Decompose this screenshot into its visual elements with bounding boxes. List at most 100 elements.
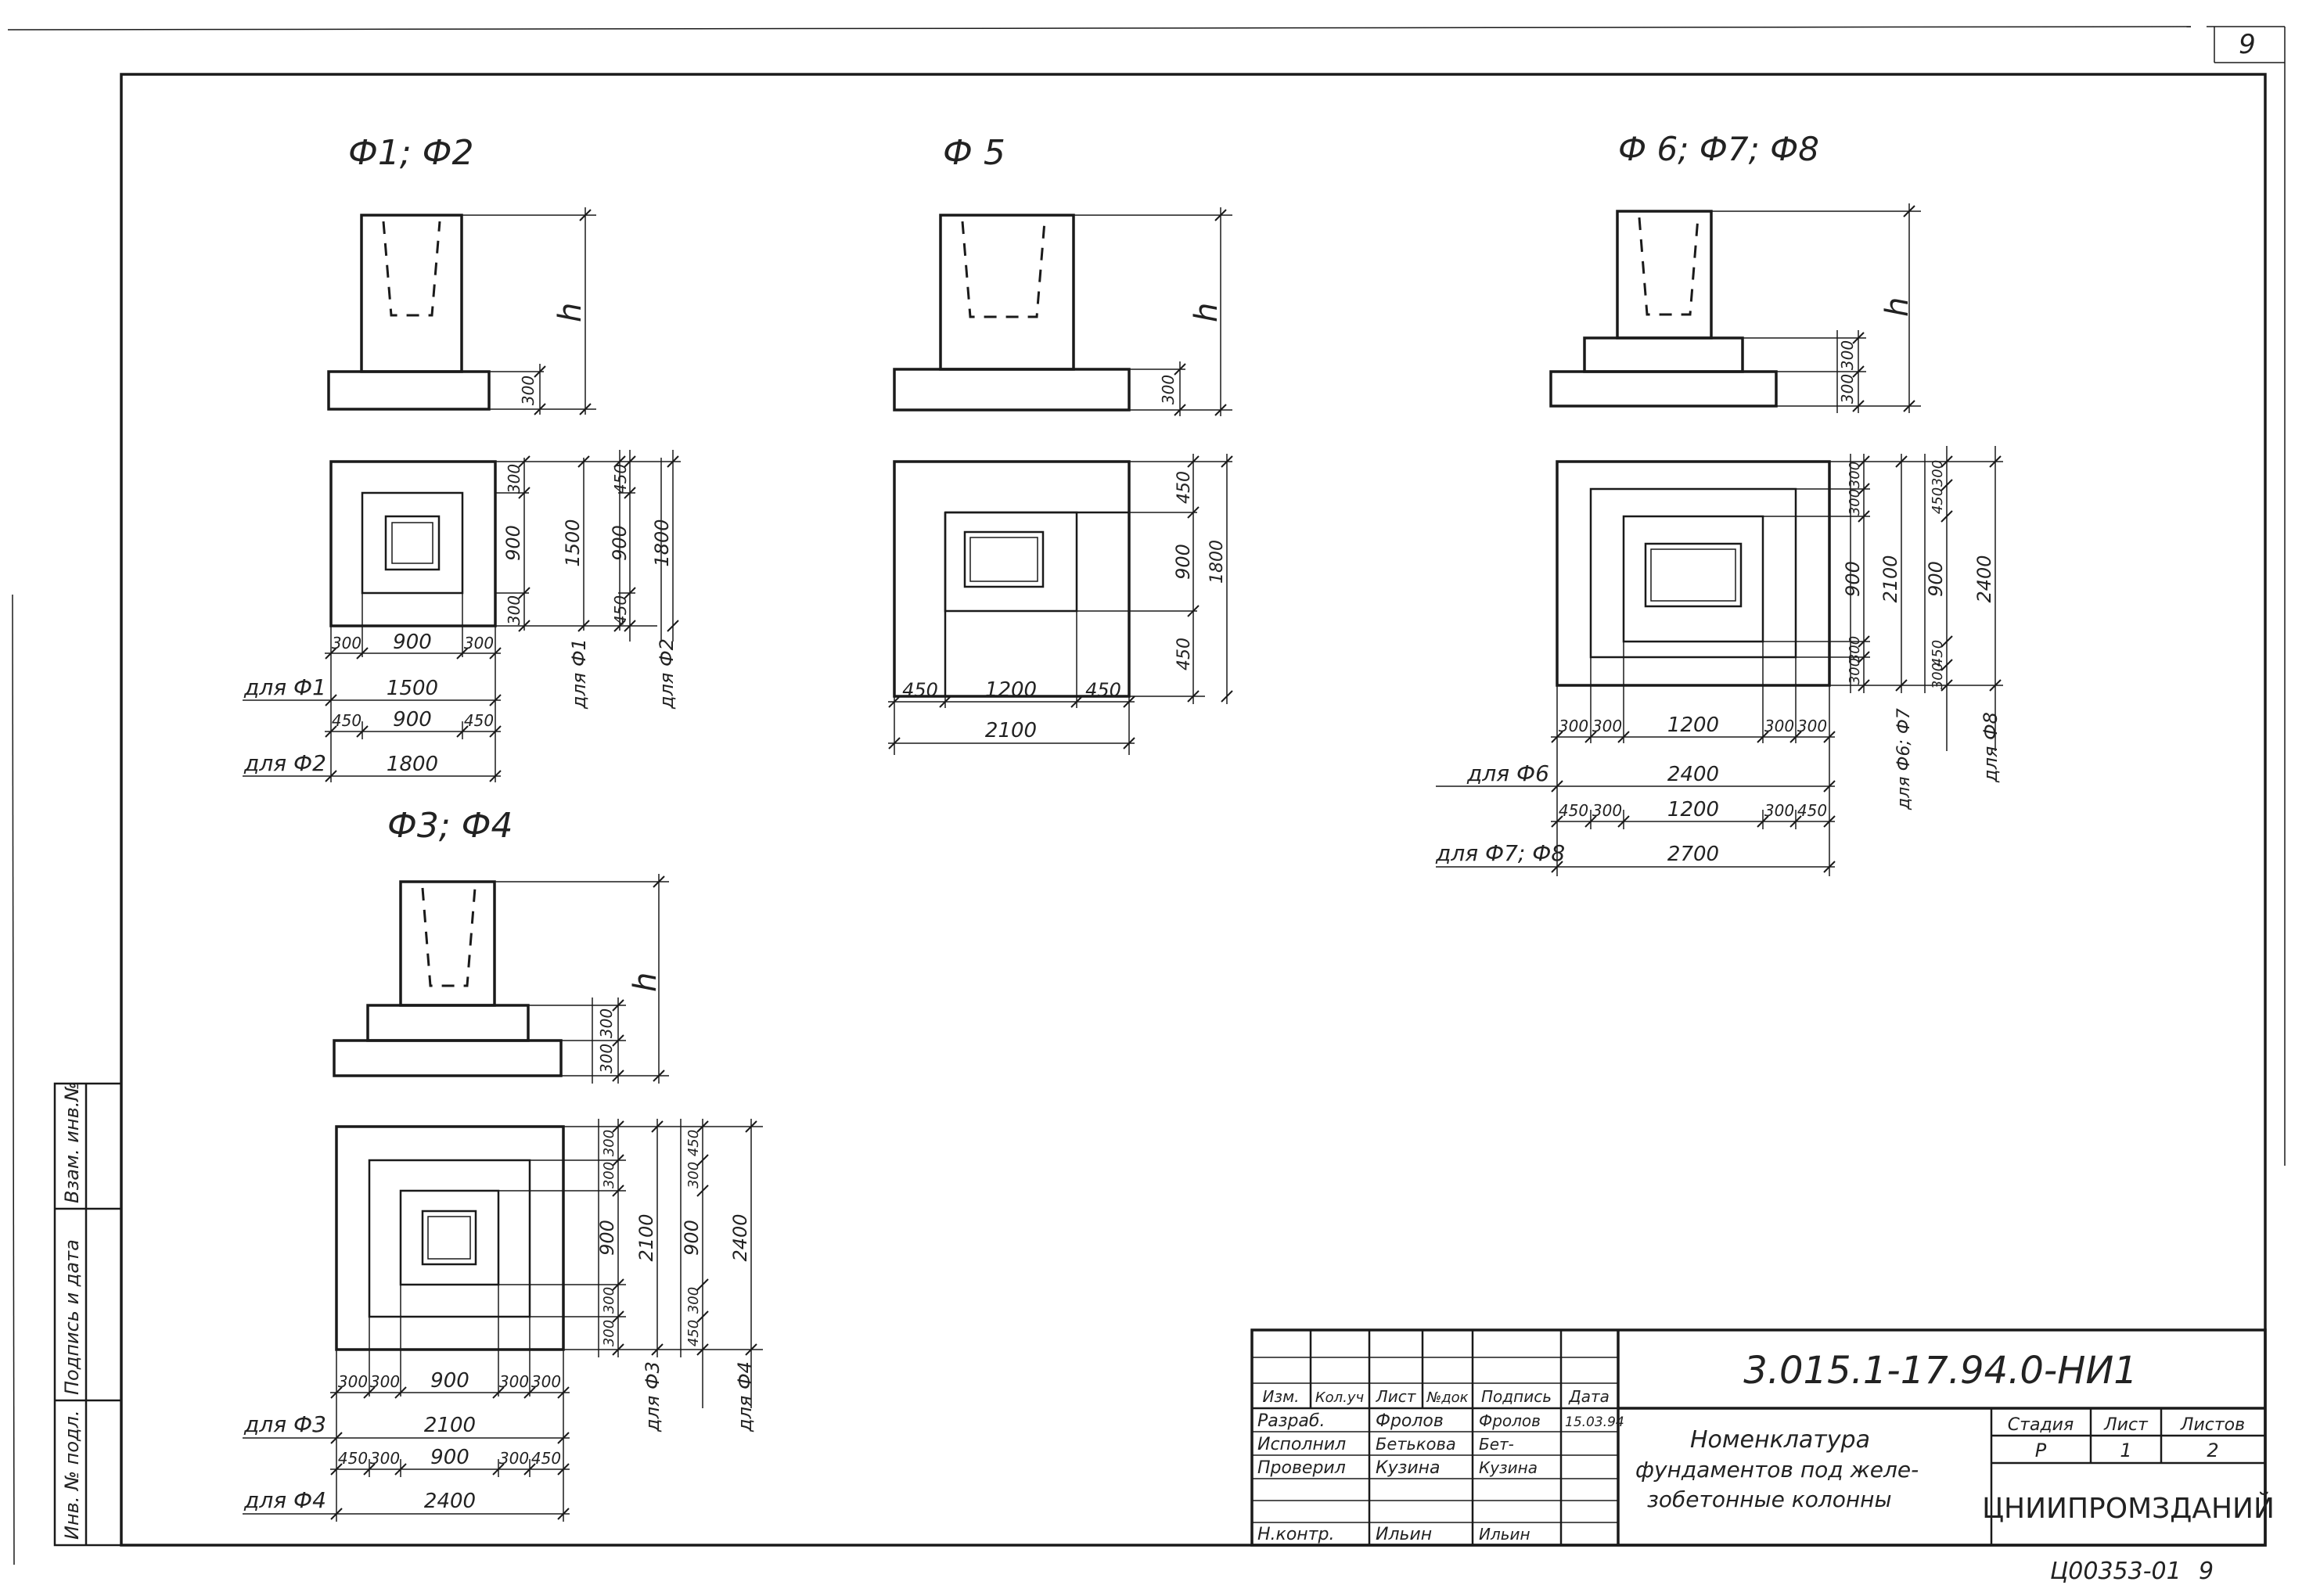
tb-name-3: Кузина bbox=[1376, 1458, 1441, 1478]
tb-title-1: Номенклатура bbox=[1690, 1426, 1870, 1454]
f678-r2-label: для Ф7; Ф8 bbox=[1435, 840, 1565, 866]
f678-vr-3: 900 bbox=[1925, 561, 1947, 597]
f5-r1-total: 2100 bbox=[985, 719, 1037, 742]
f5-vo-1: 1800 bbox=[1207, 540, 1227, 584]
f34-cap-f3: для Ф3 bbox=[642, 1361, 664, 1432]
tb-title-3: зобетонные колонны bbox=[1647, 1486, 1892, 1512]
f678-hdims bbox=[1436, 642, 1836, 876]
f678-vl-3: 900 bbox=[1842, 561, 1864, 597]
bottom-code: Ц00353-01 bbox=[2050, 1558, 2182, 1585]
plan-f678 bbox=[1556, 446, 2003, 751]
f678-base-h-1: 300 bbox=[1838, 340, 1857, 370]
f678-r1-1: 300 bbox=[1559, 717, 1588, 735]
f34-vr-1: 450 bbox=[685, 1130, 702, 1156]
tb-sheets: 2 bbox=[2207, 1440, 2218, 1461]
title-f3-f4: Ф3; Ф4 bbox=[387, 806, 513, 846]
f5-hdims bbox=[888, 611, 1135, 755]
title-f6-f7-f8: Ф 6; Ф7; Ф8 bbox=[1618, 130, 1819, 168]
f12-r1-1: 300 bbox=[332, 634, 361, 652]
f34-base-h-1: 300 bbox=[597, 1008, 616, 1038]
f678-r1-total: 2400 bbox=[1667, 763, 1719, 786]
f34-r1-5: 300 bbox=[531, 1372, 561, 1391]
side-stamp-vzam: Взам. инв.№ bbox=[61, 1082, 83, 1203]
f34-vl-2: 300 bbox=[601, 1162, 617, 1188]
f34-r2-total: 2400 bbox=[424, 1490, 476, 1513]
tb-stage: Р bbox=[2035, 1440, 2047, 1461]
f34-vo-1: 2400 bbox=[729, 1213, 751, 1261]
f678-vo-1: 2400 bbox=[1973, 555, 1995, 602]
f34-r1-1: 300 bbox=[338, 1372, 368, 1391]
side-stamp-podpis: Подпись и дата bbox=[61, 1239, 83, 1395]
group-f6-f7-f8: Ф 6; Ф7; Ф8 h 300 300 bbox=[1435, 130, 2003, 876]
tb-name-2: Бетькова bbox=[1376, 1435, 1456, 1454]
sheet-frame bbox=[7, 26, 2286, 1565]
f678-cap-f67: для Ф6; Ф7 bbox=[1894, 708, 1914, 811]
side-stamp-inv: Инв. № подл. bbox=[61, 1410, 83, 1540]
tb-sign-5: Ильин bbox=[1479, 1525, 1530, 1544]
tb-name-1: Фролов bbox=[1376, 1411, 1444, 1431]
f678-r1-label: для Ф6 bbox=[1466, 760, 1549, 786]
tb-sheets-label: Листов bbox=[2180, 1415, 2245, 1435]
f12-r2-label: для Ф2 bbox=[243, 750, 326, 776]
tb-col-data: Дата bbox=[1568, 1387, 1610, 1406]
f34-r2-label: для Ф4 bbox=[243, 1487, 326, 1513]
f12-r1-2: 900 bbox=[393, 631, 432, 654]
elevation-f1-f2 bbox=[327, 207, 596, 415]
f34-r1-4: 300 bbox=[499, 1372, 529, 1391]
plan-f5 bbox=[893, 454, 1233, 704]
f12-cap-f2: для Ф2 bbox=[656, 638, 678, 710]
tb-title-2: фундаментов под желе- bbox=[1635, 1457, 1919, 1483]
tb-col-list: Лист bbox=[1376, 1387, 1417, 1406]
f12-r1-3: 300 bbox=[464, 634, 494, 652]
f678-vl-2: 300 bbox=[1847, 489, 1863, 516]
tb-col-podpis: Подпись bbox=[1481, 1387, 1552, 1406]
title-f5: Ф 5 bbox=[943, 133, 1005, 173]
f678-vm-1: 2100 bbox=[1879, 555, 1901, 602]
tb-stage-label: Стадия bbox=[2008, 1415, 2074, 1435]
f678-r1-3: 1200 bbox=[1667, 714, 1719, 737]
f12-vr-2: 900 bbox=[609, 525, 631, 561]
f34-hdims bbox=[243, 1285, 570, 1522]
f678-base-h-2: 300 bbox=[1838, 374, 1857, 404]
elevation-f678 bbox=[1549, 203, 1921, 413]
f12-r2-3: 450 bbox=[464, 711, 494, 730]
f12-hdims bbox=[243, 593, 502, 782]
f678-r2-5: 450 bbox=[1797, 801, 1827, 820]
f34-vl-5: 300 bbox=[601, 1320, 617, 1346]
f12-vm-1: 1500 bbox=[562, 519, 584, 566]
f678-r2-1: 450 bbox=[1559, 801, 1588, 820]
f5-base-h: 300 bbox=[1159, 375, 1178, 404]
f5-r1-3: 450 bbox=[1085, 679, 1121, 701]
f12-vr-1: 450 bbox=[611, 464, 630, 494]
f12-base-h: 300 bbox=[519, 376, 538, 405]
f12-h: h bbox=[552, 303, 588, 322]
elevation-f34 bbox=[333, 874, 669, 1084]
f678-r2-2: 300 bbox=[1592, 801, 1622, 820]
tb-sheet: 1 bbox=[2120, 1440, 2131, 1461]
f34-r1-total: 2100 bbox=[424, 1414, 476, 1437]
f5-vr-2: 900 bbox=[1172, 544, 1194, 580]
tb-name-5: Ильин bbox=[1376, 1525, 1432, 1544]
f34-base-h-2: 300 bbox=[597, 1044, 616, 1073]
tb-col-izm: Изм. bbox=[1262, 1387, 1299, 1406]
plan-f34 bbox=[335, 1119, 763, 1408]
f12-r1-total: 1500 bbox=[387, 677, 438, 700]
f12-vr-3: 450 bbox=[611, 595, 630, 625]
f678-cap-f8: для Ф8 bbox=[1980, 712, 2002, 783]
f34-vr-4: 300 bbox=[685, 1287, 702, 1314]
tb-col-kol: Кол.уч bbox=[1315, 1389, 1364, 1406]
f34-vr-3: 900 bbox=[681, 1220, 703, 1256]
f5-r1-1: 450 bbox=[902, 679, 938, 701]
tb-sign-3: Кузина bbox=[1479, 1458, 1538, 1477]
f12-r1-label: для Ф1 bbox=[243, 674, 326, 700]
tb-sheet-label: Лист bbox=[2103, 1415, 2149, 1435]
f678-vl-4: 300 bbox=[1847, 636, 1863, 663]
f34-r1-2: 300 bbox=[370, 1372, 400, 1391]
f34-vr-5: 450 bbox=[685, 1320, 702, 1346]
f12-r2-2: 900 bbox=[393, 708, 432, 732]
f12-vl-2: 900 bbox=[502, 525, 524, 561]
elevation-f5 bbox=[893, 207, 1232, 416]
bottom-page: 9 bbox=[2199, 1558, 2214, 1585]
f34-vl-4: 300 bbox=[601, 1287, 617, 1314]
